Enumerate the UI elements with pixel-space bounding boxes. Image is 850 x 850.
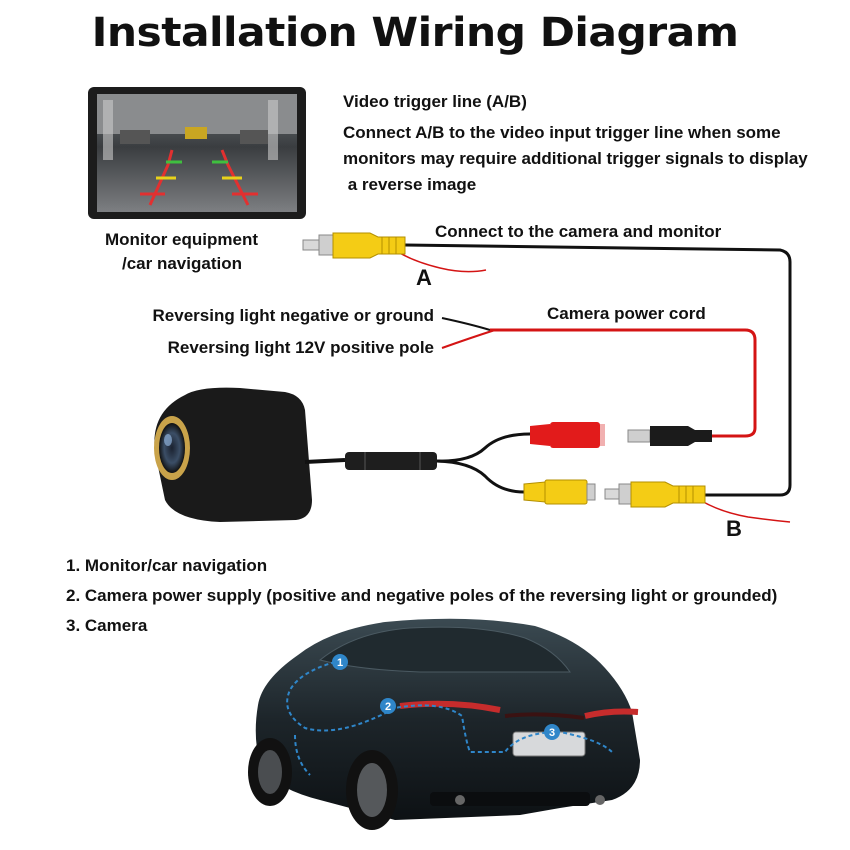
car-marker-2 [380, 698, 396, 714]
car-marker-3-label: 3 [549, 727, 555, 739]
negative-wire [441, 317, 491, 331]
car-marker-2-label: 2 [385, 701, 391, 713]
trigger-line: monitors may require additional trigger … [343, 149, 808, 168]
video-wire [404, 243, 792, 497]
positive-label: Reversing light 12V positive pole [167, 338, 434, 357]
trigger-wire-a [397, 251, 487, 273]
point-a-label: A [416, 265, 432, 290]
trigger-heading: Video trigger line (A/B) [343, 92, 527, 111]
monitor-label: Monitor equipment /car navigation [105, 228, 265, 276]
power-cord-label: Camera power cord [547, 304, 706, 323]
positive-wire [441, 329, 496, 349]
dc-plug [627, 426, 712, 446]
car-marker-1-label: 1 [337, 657, 343, 669]
camera-image [154, 387, 531, 522]
monitor-label-line: /car navigation [122, 254, 242, 273]
car-image [248, 618, 640, 830]
rca-plug-b [604, 481, 706, 508]
page-title: Installation Wiring Diagram [91, 10, 739, 56]
rca-plug-a [302, 232, 406, 259]
legend-item-camera: 3. Camera [66, 616, 148, 635]
trigger-line: a reverse image [343, 175, 477, 194]
trigger-wire-b [699, 499, 791, 523]
car-marker-3 [544, 724, 560, 740]
legend-item-power: 2. Camera power supply (positive and neg… [66, 586, 778, 605]
power-cord [490, 328, 757, 438]
rca-socket [523, 479, 596, 505]
trigger-description: Connect A/B to the video input trigger l… [343, 120, 808, 198]
dc-socket [530, 422, 605, 448]
legend-item-monitor: 1. Monitor/car navigation [66, 556, 268, 575]
point-b-label: B [726, 516, 742, 541]
car-marker-1 [332, 654, 348, 670]
connect-label: Connect to the camera and monitor [435, 222, 722, 241]
negative-label: Reversing light negative or ground [152, 306, 434, 325]
monitor-label-line: Monitor equipment [105, 230, 258, 249]
trigger-line: Connect A/B to the video input trigger l… [343, 123, 781, 142]
monitor-image [88, 87, 306, 219]
